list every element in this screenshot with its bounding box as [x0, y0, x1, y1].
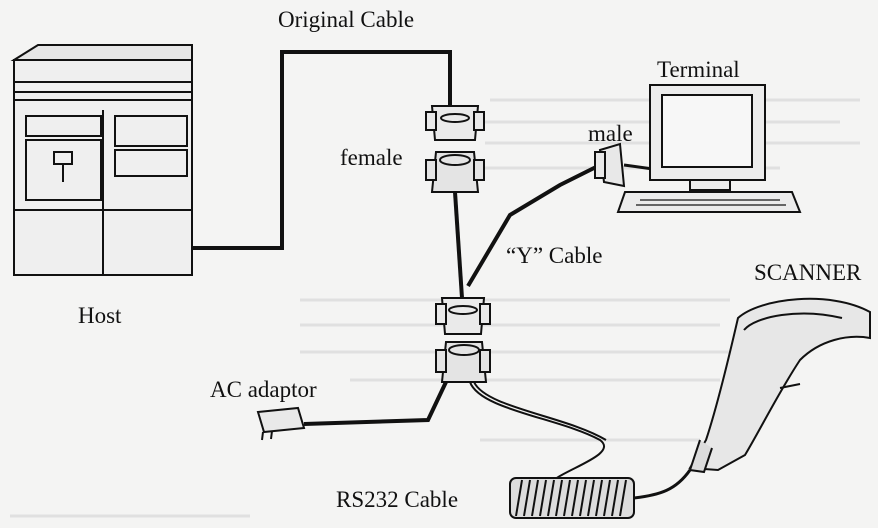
- coiled-cable: [509, 469, 692, 519]
- label-rs232-cable: RS232 Cable: [336, 487, 459, 512]
- terminal-computer: [616, 84, 802, 213]
- upper-connector-socket: [425, 151, 485, 193]
- rs232-cable: [469, 381, 605, 486]
- lower-connector-plug: [435, 297, 491, 335]
- ac-adaptor: [256, 406, 306, 441]
- label-terminal: Terminal: [657, 57, 740, 82]
- y-cable: [453, 163, 601, 299]
- background-text-ghost: [10, 98, 860, 518]
- host-computer: [10, 44, 193, 276]
- lower-connector-socket: [435, 341, 491, 383]
- label-male: male: [588, 121, 633, 146]
- label-scanner: SCANNER: [754, 260, 862, 285]
- label-female: female: [340, 145, 403, 170]
- upper-connector-plug: [425, 105, 485, 141]
- label-host: Host: [78, 303, 122, 328]
- ac-adaptor-cable: [303, 381, 448, 426]
- label-original-cable: Original Cable: [278, 7, 415, 32]
- original-cable: [192, 50, 452, 250]
- scanner-device: [688, 297, 871, 474]
- label-y-cable: “Y” Cable: [506, 243, 603, 268]
- label-ac-adaptor: AC adaptor: [210, 377, 317, 402]
